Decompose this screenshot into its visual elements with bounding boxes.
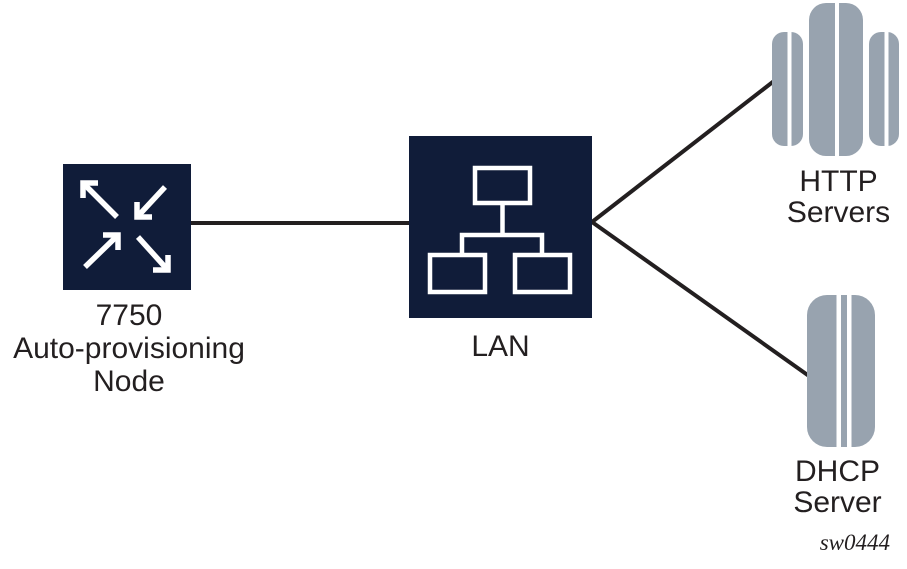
node-router-box — [63, 164, 191, 290]
four-diagonal-arrows-icon — [80, 180, 171, 273]
router-label-line-1: 7750 — [95, 299, 163, 332]
node-router-label: 7750 Auto-provisioning Node — [0, 299, 258, 398]
dhcp-server-icon — [807, 295, 875, 447]
figure-id-watermark: sw0444 — [819, 530, 890, 555]
link-lan-dhcp-server — [590, 220, 811, 378]
router-label-line-3: Node — [93, 365, 165, 398]
router-label-line-2: Auto-provisioning — [13, 332, 245, 365]
node-http-servers-label: HTTP Servers — [770, 166, 907, 228]
node-lan-box — [409, 136, 592, 318]
http-label-line-1: HTTP — [799, 165, 878, 198]
lan-tree-icon — [427, 165, 573, 295]
node-lan-label: LAN — [471, 330, 530, 363]
dhcp-label-line-1: DHCP — [794, 455, 880, 488]
node-dhcp-server-label: DHCP Server — [769, 456, 906, 518]
http-servers-icon — [772, 3, 899, 156]
link-lan-http-servers — [590, 79, 776, 224]
http-label-line-2: Servers — [786, 196, 891, 229]
dhcp-label-line-2: Server — [793, 486, 882, 519]
